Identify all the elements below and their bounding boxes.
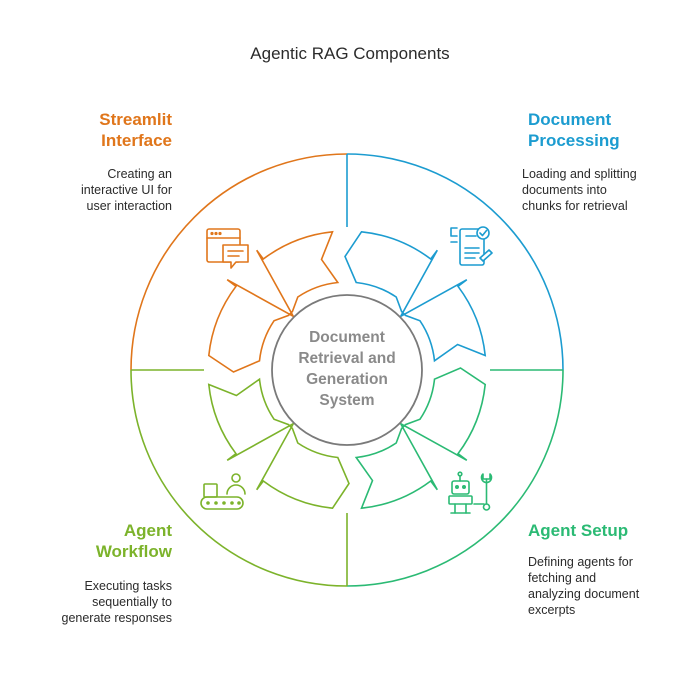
outer-arc-streamlit xyxy=(130,153,348,371)
heading-streamlit-line-1: Streamlit xyxy=(99,110,172,129)
desc-streamlit-line-2: interactive UI for xyxy=(80,183,172,197)
desc-setup-line-1: Defining agents for xyxy=(528,555,633,569)
inner-segment-setup xyxy=(354,367,487,510)
heading-workflow-line-2: Workflow xyxy=(95,542,172,561)
heading-setup: Agent Setup xyxy=(528,520,628,541)
heading-streamlit-line-2: Interface xyxy=(101,131,172,150)
desc-workflow-line-2: sequentially to xyxy=(92,595,172,609)
desc-workflow-line-3: generate responses xyxy=(61,611,173,625)
desc-workflow-line-1: Executing tasks xyxy=(84,579,172,593)
desc-streamlit-line-3: user interaction xyxy=(86,199,172,213)
document-checklist-icon xyxy=(450,226,493,266)
heading-streamlit: Streamlit Interface xyxy=(99,109,172,151)
center-label-line-4: System xyxy=(319,392,374,409)
desc-setup-line-3: analyzing document xyxy=(528,587,640,601)
chat-window-icon xyxy=(206,228,249,269)
outer-arc-workflow xyxy=(130,369,348,587)
desc-streamlit: Creating an interactive UI for user inte… xyxy=(81,166,172,214)
heading-docproc: Document Processing xyxy=(528,109,620,151)
heading-docproc-line-2: Processing xyxy=(528,131,620,150)
desc-docproc: Loading and splitting documents into chu… xyxy=(522,166,637,214)
diagram-title: Agentic RAG Components xyxy=(250,44,450,63)
outer-arc-setup xyxy=(346,369,564,587)
inner-segment-workflow xyxy=(207,377,350,510)
desc-docproc-line-1: Loading and splitting xyxy=(522,167,637,181)
inner-segment-streamlit xyxy=(207,230,340,373)
desc-setup-line-2: fetching and xyxy=(528,571,597,585)
desc-setup-line-4: excerpts xyxy=(528,603,576,617)
desc-docproc-line-3: chunks for retrieval xyxy=(522,199,628,213)
inner-segment-docproc xyxy=(344,230,487,363)
heading-setup-line-1: Agent Setup xyxy=(528,521,629,540)
heading-workflow-line-1: Agent xyxy=(123,521,172,540)
outer-arc-docproc xyxy=(346,153,564,371)
center-label-line-1: Document xyxy=(309,329,385,346)
heading-docproc-line-1: Document xyxy=(528,110,612,129)
heading-workflow: Agent Workflow xyxy=(96,520,172,562)
robot-wrench-icon xyxy=(448,471,493,514)
center-label-line-2: Retrieval and xyxy=(298,350,395,367)
desc-streamlit-line-1: Creating an xyxy=(107,167,172,181)
conveyor-person-icon xyxy=(200,473,246,510)
center-circle xyxy=(271,294,423,446)
desc-setup: Defining agents for fetching and analyzi… xyxy=(528,554,639,618)
desc-docproc-line-2: documents into xyxy=(522,183,607,197)
center-label-line-3: Generation xyxy=(306,371,388,388)
desc-workflow: Executing tasks sequentially to generate… xyxy=(62,578,173,626)
